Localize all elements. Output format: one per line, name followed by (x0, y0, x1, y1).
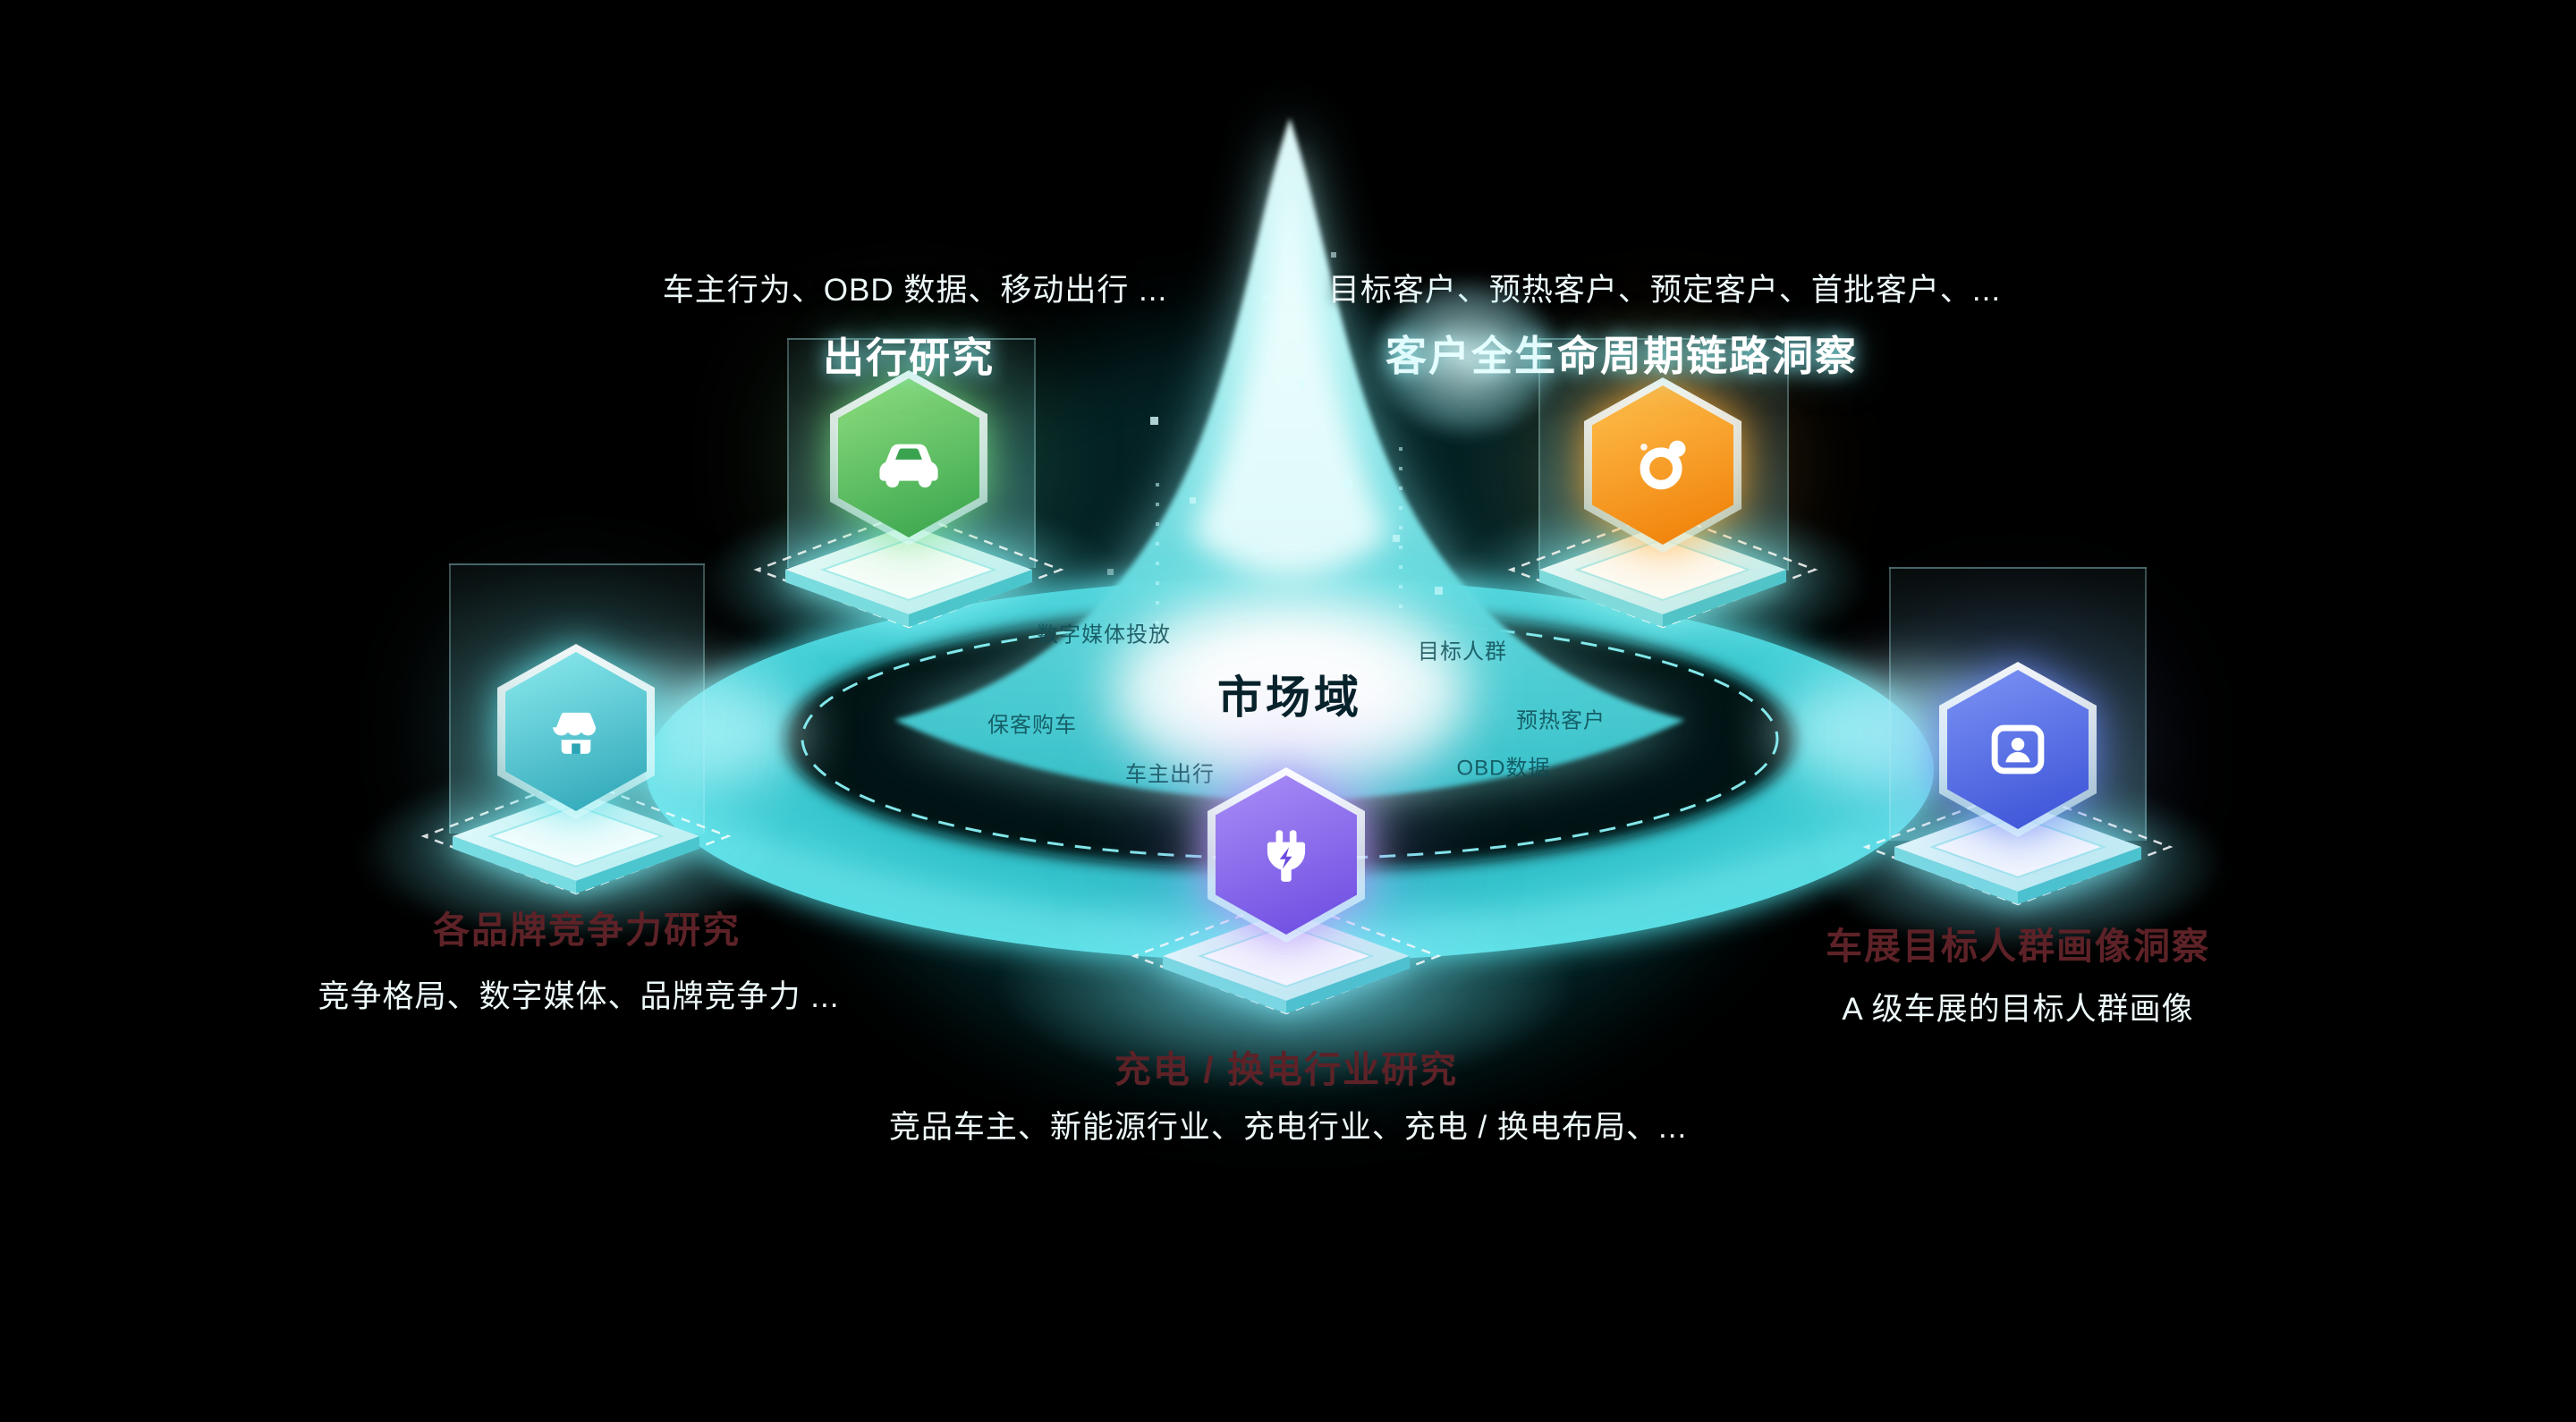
lifecycle-subtitle: 目标客户、预热客户、预定客户、首批客户、... (1327, 273, 2002, 308)
isometric-platform (1507, 511, 1818, 629)
charging-subtitle: 竞品车主、新能源行业、充电行业、充电 / 换电布局、... (888, 1110, 1688, 1145)
competition-subtitle: 竞争格局、数字媒体、品牌竞争力 ... (318, 979, 840, 1014)
audience-title: 车展目标人群画像洞察 (1826, 926, 2210, 967)
floating-label: OBD数据 (1456, 756, 1551, 781)
orbit-icon (1640, 440, 1686, 490)
storefront-icon (553, 712, 597, 754)
charging-hexagon (1208, 767, 1365, 943)
car-icon (879, 444, 938, 488)
isometric-platform (1131, 897, 1442, 1015)
audience-hexagon (1939, 662, 2097, 837)
charging-plug-icon (1267, 830, 1306, 882)
floating-label: 车主出行 (1125, 762, 1215, 787)
isometric-platform (420, 777, 732, 895)
travel-title: 出行研究 (823, 334, 995, 381)
lifecycle-title: 客户全生命周期链路洞察 (1385, 333, 1858, 379)
travel-hexagon (830, 370, 987, 546)
floating-label: 保客购车 (987, 713, 1077, 738)
id-card-icon (1991, 724, 2045, 774)
isometric-platform (1862, 788, 2174, 906)
center-market-domain-label: 市场域 (1217, 673, 1362, 723)
competition-hexagon (497, 644, 655, 819)
competition-title: 各品牌竞争力研究 (433, 910, 741, 951)
lifecycle-hexagon (1584, 377, 1741, 553)
isometric-platform (753, 511, 1064, 629)
travel-subtitle: 车主行为、OBD 数据、移动出行 ... (662, 273, 1168, 308)
charging-title: 充电 / 换电行业研究 (1114, 1049, 1459, 1090)
hexagon-face (1592, 385, 1733, 545)
floating-label: 预热客户 (1516, 708, 1606, 733)
audience-subtitle: A 级车展的目标人群画像 (1842, 992, 2194, 1027)
